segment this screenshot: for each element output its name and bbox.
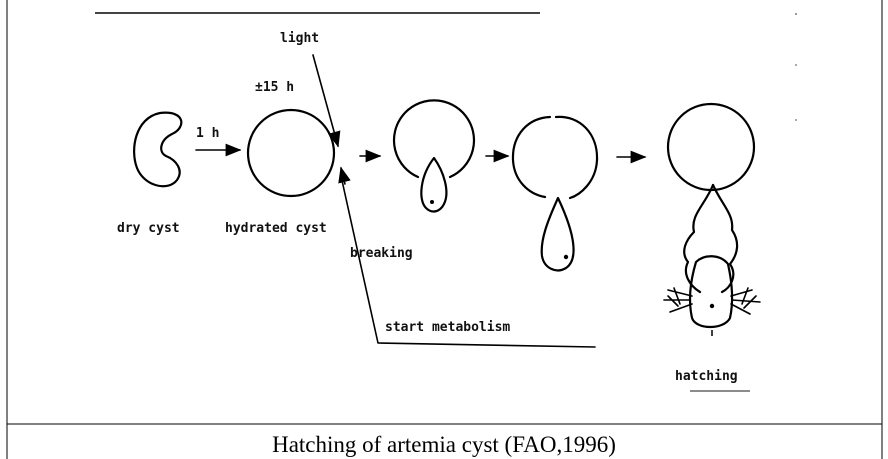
scan-top-edge bbox=[95, 13, 797, 120]
breaking-stage bbox=[394, 100, 474, 211]
label-hydrated-cyst: hydrated cyst bbox=[225, 221, 327, 236]
label-hatching: hatching bbox=[675, 369, 738, 384]
hatching-stage bbox=[664, 104, 760, 336]
hydrated-cyst-circle bbox=[248, 110, 334, 196]
emergence-stage bbox=[513, 117, 597, 270]
label-light: light bbox=[280, 31, 319, 46]
label-time-15h: ±15 h bbox=[255, 80, 294, 95]
label-breaking: breaking bbox=[350, 246, 413, 261]
label-time-1h: 1 h bbox=[196, 126, 219, 141]
dry-cyst-shape bbox=[134, 113, 181, 187]
label-start-metabolism: start metabolism bbox=[385, 320, 510, 335]
label-dry-cyst: dry cyst bbox=[117, 221, 180, 236]
figure-caption: Hatching of artemia cyst (FAO,1996) bbox=[272, 432, 616, 457]
light-arrow bbox=[313, 55, 338, 146]
